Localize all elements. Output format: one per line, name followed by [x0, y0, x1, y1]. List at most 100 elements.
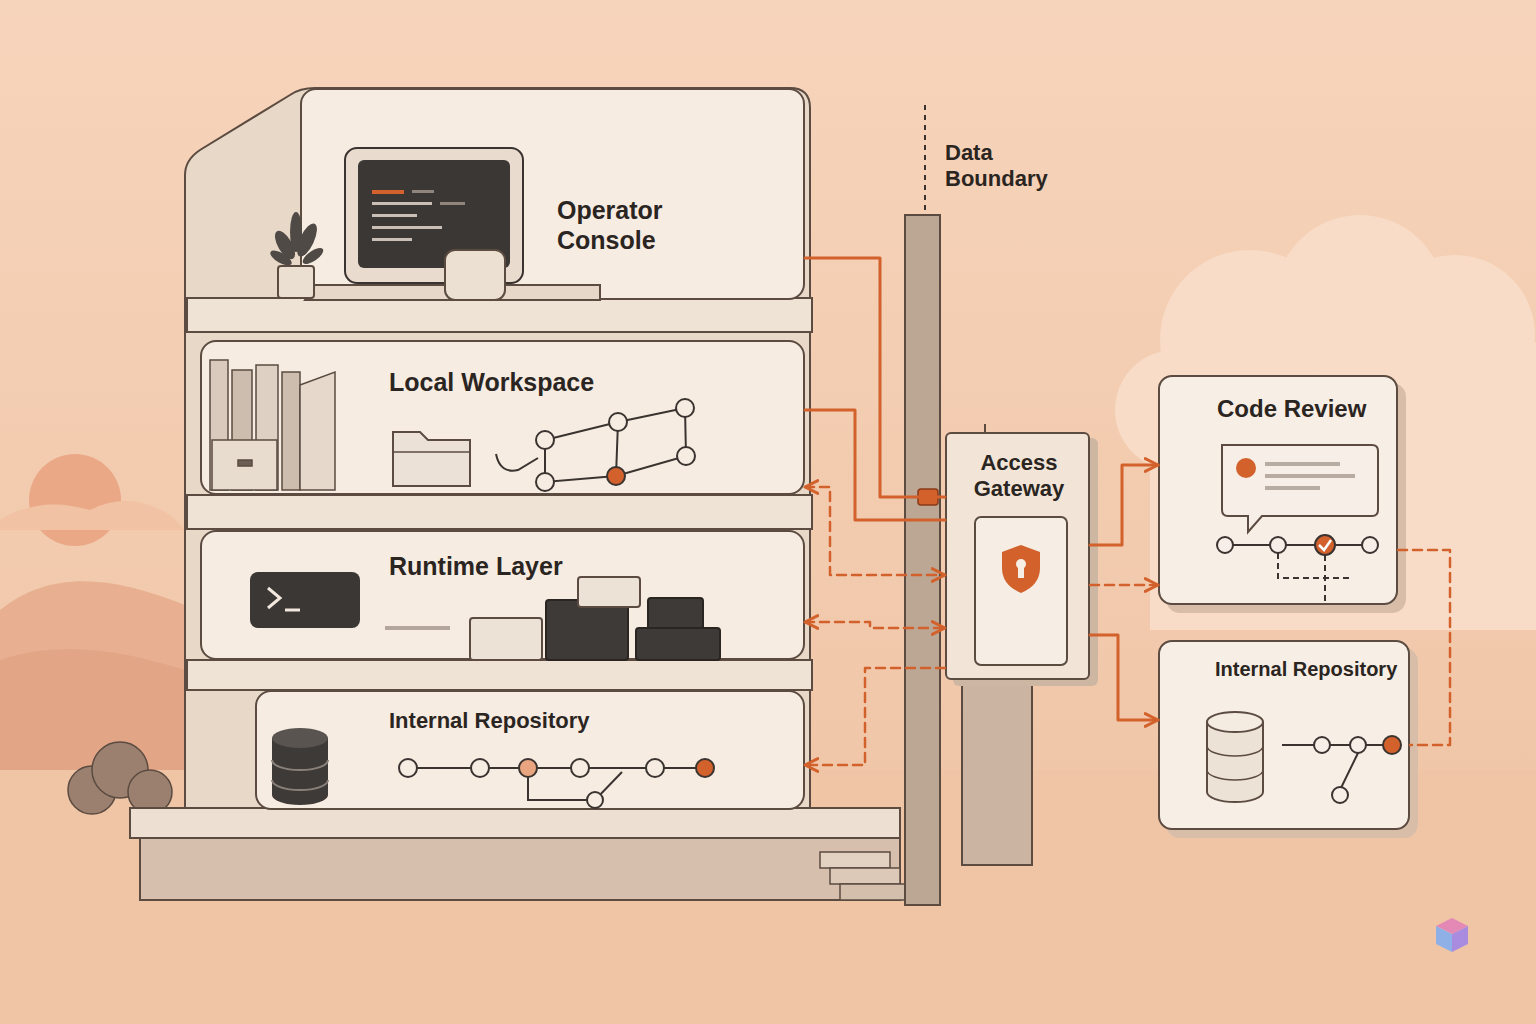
binder: [282, 372, 300, 490]
code-line: [372, 214, 417, 217]
comment-avatar: [1236, 458, 1256, 478]
boundary-wall: [905, 215, 940, 905]
layer-panel: Local Workspace: [200, 340, 805, 495]
database-band: [1207, 746, 1263, 780]
graph-link: [545, 408, 686, 482]
graph-nodes: [536, 399, 695, 491]
commit-line: [408, 768, 705, 800]
review-branch: [1278, 553, 1350, 605]
graph-node: [677, 447, 695, 465]
shield-icon: [1002, 545, 1040, 593]
solid-connector: [805, 410, 945, 520]
dashed-connector: [1090, 584, 1158, 587]
hill: [0, 649, 185, 780]
chair: [445, 250, 505, 300]
commit-dot: [399, 759, 417, 777]
commit-dot: [471, 759, 489, 777]
stair-step: [830, 868, 900, 884]
commit-dot: [696, 759, 714, 777]
commit-dots: [1314, 736, 1401, 803]
commit-dot: [1314, 737, 1330, 753]
binders: [210, 360, 335, 490]
node-title: Internal Repository: [389, 708, 669, 734]
binder: [232, 370, 252, 490]
gateway-antenna: [984, 424, 986, 432]
database-top: [1207, 712, 1263, 732]
monitor-screen: [358, 160, 510, 268]
commit-dot: [1315, 535, 1335, 555]
commit-dots: [399, 759, 714, 808]
database-icon: [272, 738, 328, 805]
status-bar: [385, 626, 450, 630]
floor-slab: [187, 660, 812, 690]
box-handle: [238, 460, 252, 466]
keyhole: [1018, 566, 1024, 578]
graph-link: [496, 454, 538, 471]
commit-dot: [1270, 537, 1286, 553]
node-title: Internal Repository: [1215, 658, 1409, 682]
solid-connector: [1090, 635, 1158, 720]
monitor: [345, 148, 523, 283]
watermark-cube: [1436, 926, 1452, 952]
code-line: [412, 190, 434, 193]
leaf: [300, 245, 325, 267]
folder-flap: [393, 451, 470, 453]
floor-slab: [187, 298, 812, 332]
database-top: [272, 728, 328, 748]
dashed-connector: [805, 487, 945, 575]
dashed-connector: [805, 668, 945, 765]
commit-dot: [1350, 737, 1366, 753]
service-box: Code Review: [1158, 375, 1398, 605]
graph-node: [607, 467, 625, 485]
base-platform: [130, 808, 900, 838]
stair-step: [840, 884, 910, 900]
container-block: [636, 628, 720, 660]
commit-line: [1282, 745, 1392, 790]
container-block: [578, 577, 640, 607]
bush: [68, 742, 172, 814]
node-title: Access Gateway: [963, 450, 1075, 502]
watermark-cube: [1452, 926, 1468, 952]
binder: [210, 360, 228, 490]
node-title: Code Review: [1217, 395, 1395, 423]
dashed-connector: [805, 622, 945, 628]
graph-node: [536, 473, 554, 491]
keyhole: [1016, 559, 1026, 569]
gateway-box: Access Gateway: [945, 432, 1090, 680]
terminal-prompt: [268, 588, 280, 608]
dashed-connector: [1398, 550, 1450, 745]
layer-panel: Runtime Layer: [200, 530, 805, 660]
commit-dot: [1383, 736, 1401, 754]
commit-line: [1225, 544, 1370, 546]
code-line: [372, 226, 442, 229]
comment-line: [1265, 486, 1320, 490]
binder: [256, 365, 278, 490]
node-title: Runtime Layer: [389, 552, 669, 582]
plant: [268, 212, 326, 268]
boundary-line: [924, 105, 926, 215]
commit-dot: [519, 759, 537, 777]
comment-line: [1265, 462, 1340, 466]
cloud: [1115, 215, 1536, 630]
node-title: Operator Console: [557, 196, 717, 255]
leaf: [290, 212, 302, 252]
commit-dot: [1362, 537, 1378, 553]
commit-dots: [1217, 535, 1378, 555]
check-mark: [1319, 540, 1331, 550]
gateway-pedestal: [962, 680, 1032, 865]
plant-pot: [278, 266, 314, 298]
commit-dot: [646, 759, 664, 777]
cloud: [0, 501, 185, 530]
building-shell: [185, 88, 810, 830]
commit-dot: [571, 759, 589, 777]
code-line: [372, 190, 404, 194]
code-line: [372, 238, 412, 241]
terminal-cursor: [285, 609, 300, 612]
stair-step: [820, 852, 890, 868]
layer-panel: Operator Console: [300, 88, 805, 300]
commit-dot: [1332, 787, 1348, 803]
container-block: [470, 618, 542, 660]
folder-icon: [393, 432, 470, 486]
magazine-holder: [300, 372, 335, 490]
